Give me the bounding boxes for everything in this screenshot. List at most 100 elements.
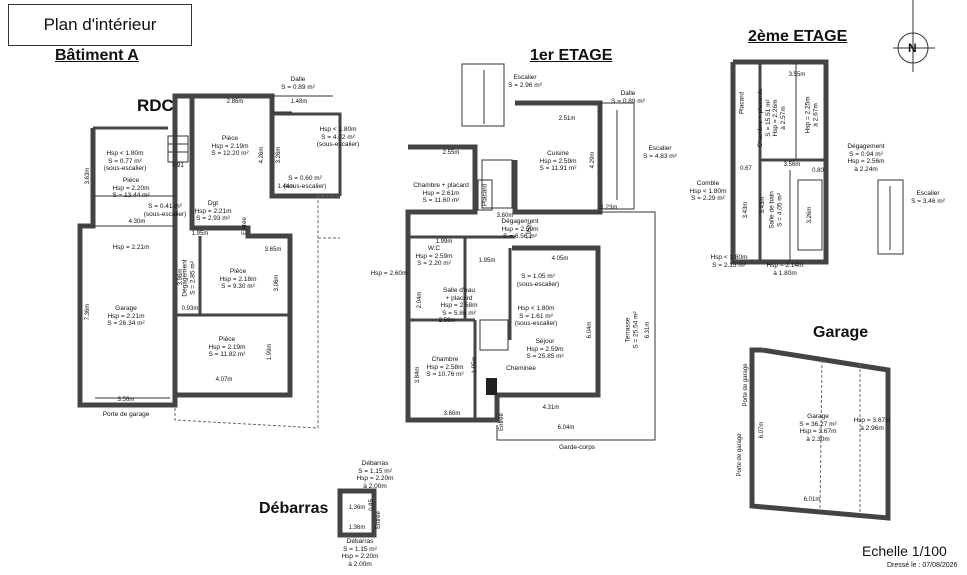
f2-dim: 3.26m: [807, 206, 813, 224]
rdc-dim: 1.44m: [277, 184, 295, 190]
f1-dim: 4.05m: [551, 256, 569, 262]
rdc-dim: 2.86m: [226, 99, 244, 105]
date-label: Dressé le : 07/08/2026: [887, 562, 958, 569]
rdc-hsp221-label: Hsp = 2.21m: [112, 244, 150, 251]
rdc-dim: 3.26m: [276, 146, 282, 164]
rdc-dim: 4.26m: [259, 146, 265, 164]
rdc-s060-label: S = 0.60 m²(sous-escalier): [283, 175, 327, 190]
f2-placard-label: Placard: [738, 91, 746, 115]
rdc-dim: 0.93m: [181, 306, 199, 312]
debarras-dim: 0.85: [369, 499, 375, 511]
f1-dim: 2.55m: [442, 150, 460, 156]
rdc-s041-label: S = 0.41 m²(sous-escalier): [143, 203, 187, 218]
f1-dim: 1.95m: [527, 222, 533, 240]
f1-dim: 2.51m: [558, 116, 576, 122]
rdc-dim: 3.56m: [117, 397, 135, 403]
rdc-dim: 0.91: [172, 163, 184, 169]
rdc-dim: 3.65m: [264, 247, 282, 253]
garage-plan: [749, 347, 891, 521]
debarras-heading: Débarras: [259, 500, 329, 517]
f1-dim: 4.29m: [590, 151, 596, 169]
f1-dim: 2.04m: [417, 291, 423, 309]
rdc-dim: 1.48m: [290, 99, 308, 105]
debarras-dim: 1.36m: [348, 525, 366, 531]
plan-title: Plan d'intérieur: [8, 4, 192, 46]
rdc-entree-label: Entrée: [242, 217, 248, 235]
debarras-entree: Entrée: [376, 511, 382, 529]
f1-dim: 2.56m: [438, 318, 456, 324]
f2-dim: 3.55m: [788, 72, 806, 78]
f2-dim: 0.67: [740, 166, 752, 172]
debarras-dim: 1.36m: [348, 505, 366, 511]
rdc-dim: 3.63m: [85, 167, 91, 185]
garage-heading: Garage: [813, 324, 869, 341]
f1-s105-label: S = 1.05 m²(sous-escalier): [516, 273, 560, 288]
rdc-dim: 1.99m: [267, 343, 273, 361]
f1-dim: 1.95m: [478, 258, 496, 264]
f1-dim: 1.95m: [472, 356, 478, 374]
f2-dim: 0.80: [812, 168, 824, 174]
f1-dim: 4.31m: [542, 405, 560, 411]
rdc-dim: 4.07m: [215, 377, 233, 383]
f1-entree-label: Entrée: [499, 413, 505, 431]
f1-dim: 1.99m: [435, 239, 453, 245]
north-label: N: [908, 41, 917, 55]
rdc-dim: 4.30m: [128, 219, 146, 225]
floor2-plan: [730, 59, 904, 265]
f1-garde-corps-label: Garde-corps: [558, 444, 596, 451]
rdc-plan: [77, 93, 342, 429]
debarras-plan: [337, 488, 377, 538]
f1-cheminee-label: Cheminée: [506, 365, 536, 372]
f1-dim: 3.60m: [496, 213, 514, 219]
f1-dim: 6.31m: [645, 321, 651, 339]
rdc-dim: 7.36m: [85, 303, 91, 321]
f1-dim: 3.60m: [443, 411, 461, 417]
garage-dim: 6.07m: [759, 421, 765, 439]
f2-dim: 3.43m: [743, 201, 749, 219]
building-heading: Bâtiment A: [55, 47, 139, 64]
rdc-dim: 3.06m: [274, 274, 280, 292]
f2-dim: 3.43m: [760, 196, 766, 214]
floor1-plan: [405, 63, 656, 441]
garage-porte-1: Porte de garage: [743, 363, 749, 407]
scale-label: Echelle 1/100: [862, 543, 947, 559]
garage-porte-2: Porte de garage: [737, 433, 743, 477]
rdc-dim: 3.96m: [178, 268, 184, 286]
rdc-dim: 1.95m: [191, 231, 209, 237]
garage-dim: 6.01m: [803, 497, 821, 503]
f1-hsp260-label: Hsp = 2.60m: [370, 270, 408, 277]
f2-dim: 3.56m: [783, 162, 801, 168]
